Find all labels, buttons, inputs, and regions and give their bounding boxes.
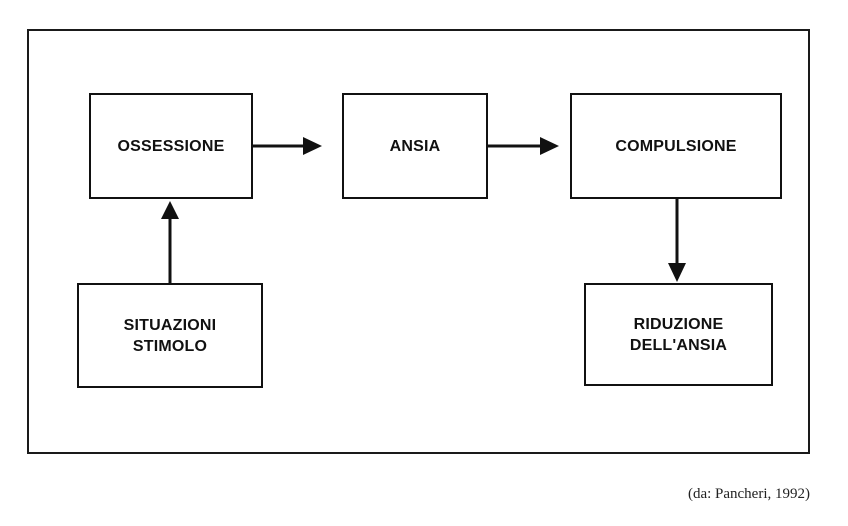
diagram-frame [27,29,810,454]
node-riduzione-ansia-label: RIDUZIONE DELL'ANSIA [629,315,728,354]
node-situazioni-stimolo-label: SITUAZIONI STIMOLO [123,316,217,355]
node-situazioni-stimolo: SITUAZIONI STIMOLO [77,283,263,388]
node-compulsione-label: COMPULSIONE [615,137,737,155]
node-ossessione: OSSESSIONE [89,93,253,199]
clipped-heading-fragment [120,0,420,6]
source-caption: (da: Pancheri, 1992) [687,486,810,502]
node-ansia-label: ANSIA [389,137,441,155]
node-ossessione-label: OSSESSIONE [117,137,225,155]
node-riduzione-ansia: RIDUZIONE DELL'ANSIA [584,283,773,386]
node-ansia: ANSIA [342,93,488,199]
node-compulsione: COMPULSIONE [570,93,782,199]
